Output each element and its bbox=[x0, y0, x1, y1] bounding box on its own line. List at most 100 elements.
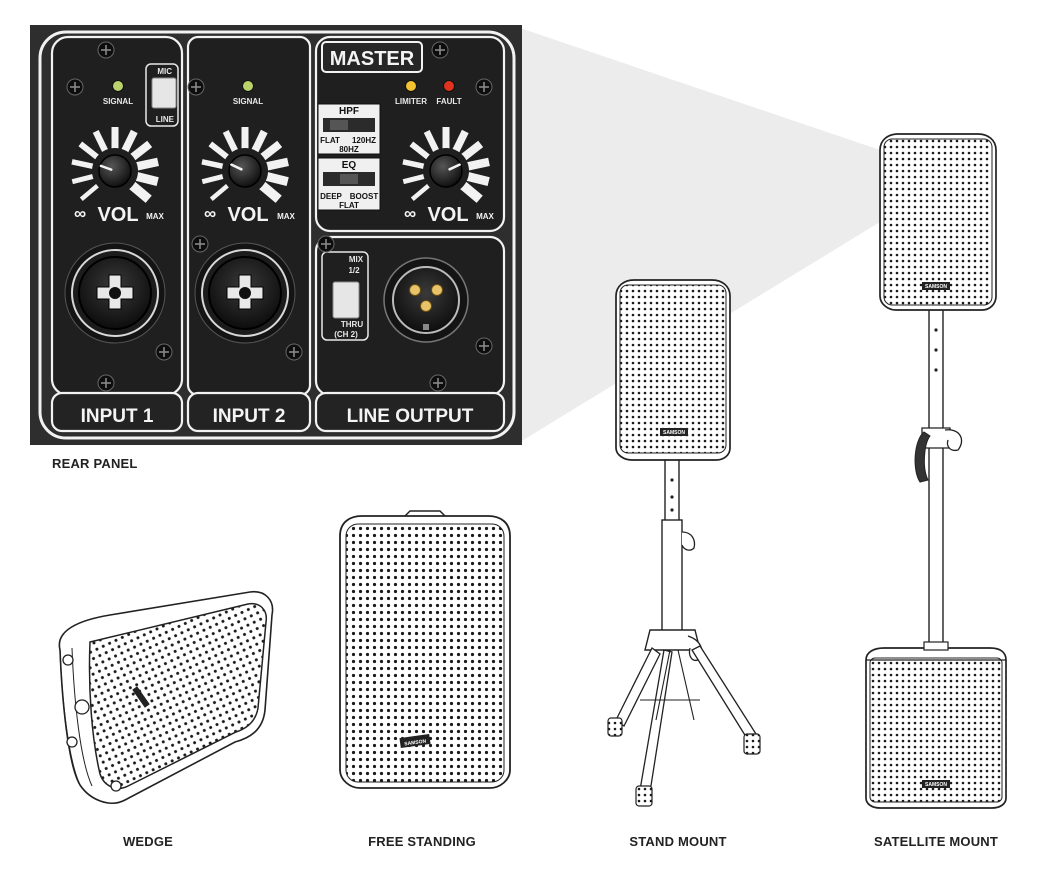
knob-tick bbox=[423, 130, 441, 156]
xlr-output-jack[interactable] bbox=[383, 257, 469, 343]
satellite-mount-speaker: SAMSON SAMSON bbox=[865, 133, 1007, 809]
fault-led bbox=[443, 80, 455, 92]
eq-bottom-label: FLAT bbox=[339, 201, 359, 210]
mix-label: MIX bbox=[349, 255, 364, 264]
xlr-pin bbox=[420, 300, 432, 312]
knob-tick bbox=[457, 179, 483, 203]
knob-tick bbox=[127, 140, 153, 163]
knob-tick bbox=[119, 129, 138, 156]
knob-tick bbox=[409, 141, 433, 162]
signal-led-1 bbox=[112, 80, 124, 92]
wedge-speaker bbox=[58, 590, 274, 804]
free-standing-speaker: SAMSON bbox=[339, 510, 511, 789]
stand-mount-badge: SAMSON bbox=[663, 430, 685, 436]
knob-tick bbox=[79, 181, 102, 202]
knob-tick bbox=[249, 129, 268, 156]
caption-stand-mount: STAND MOUNT bbox=[629, 834, 727, 849]
knob-tick bbox=[71, 159, 97, 170]
caption-wedge: WEDGE bbox=[122, 834, 174, 849]
subwoofer-badge: SAMSON bbox=[925, 782, 947, 788]
knob-tick bbox=[209, 181, 232, 202]
jack-center bbox=[109, 287, 121, 299]
knob-tick bbox=[201, 159, 227, 170]
knob-tick bbox=[262, 171, 289, 187]
knob-tick bbox=[257, 140, 283, 163]
input-2-section: INPUT 2 SIGNAL ∞ VOL MAX bbox=[186, 35, 312, 433]
combo-jack-1[interactable] bbox=[64, 242, 166, 344]
knob-tick bbox=[71, 173, 98, 185]
knob-tick bbox=[92, 130, 110, 156]
master-volume-knob[interactable] bbox=[402, 127, 490, 203]
mix-thru-switch[interactable] bbox=[332, 281, 360, 319]
knob-tick bbox=[262, 157, 289, 172]
vol-min-2: ∞ bbox=[204, 204, 216, 223]
volume-knob-2[interactable] bbox=[201, 127, 289, 203]
input-2-label: INPUT 2 bbox=[213, 406, 286, 427]
knob-tick bbox=[450, 129, 469, 156]
mic-line-switch[interactable] bbox=[151, 77, 177, 109]
input-1-label: INPUT 1 bbox=[81, 406, 154, 427]
knob-tick bbox=[463, 171, 490, 187]
vol-max-2: MAX bbox=[277, 212, 295, 221]
vol-max-1: MAX bbox=[146, 212, 164, 221]
signal-label-2: SIGNAL bbox=[233, 97, 263, 106]
knob-pointer bbox=[448, 163, 461, 171]
thru-label: THRU bbox=[341, 320, 363, 329]
xlr-latch bbox=[423, 324, 429, 330]
vol-max-master: MAX bbox=[476, 212, 494, 221]
combo-jack-2[interactable] bbox=[194, 242, 296, 344]
switch-mic-label: MIC bbox=[157, 67, 172, 76]
knob-cap bbox=[228, 154, 262, 188]
knob-tick bbox=[222, 130, 240, 156]
caption-satellite-mount: SATELLITE MOUNT bbox=[873, 834, 999, 849]
limiter-label: LIMITER bbox=[395, 97, 427, 106]
knob-pointer bbox=[230, 163, 243, 171]
input-1-section: INPUT 1 SIGNAL MIC LINE ∞ VOL MAX bbox=[50, 35, 184, 433]
master-section: MASTER LIMITER FAULT HPF FLAT 120HZ 80HZ… bbox=[314, 35, 506, 233]
knob-tick bbox=[402, 159, 428, 170]
signal-label-1: SIGNAL bbox=[103, 97, 133, 106]
switch-line-label: LINE bbox=[156, 115, 175, 124]
xlr-pin bbox=[409, 284, 421, 296]
rear-panel: INPUT 1 SIGNAL MIC LINE ∞ VOL MAX INPUT … bbox=[30, 25, 522, 445]
knob-tick bbox=[201, 173, 228, 185]
limiter-led bbox=[405, 80, 417, 92]
knob-tick bbox=[208, 141, 232, 162]
hpf-bottom-label: 80HZ bbox=[339, 145, 359, 154]
master-label: MASTER bbox=[330, 48, 415, 70]
eq-left-label: DEEP bbox=[320, 192, 342, 201]
free-standing-badge: SAMSON bbox=[404, 738, 427, 747]
mix-12-label: 1/2 bbox=[348, 266, 360, 275]
line-output-label: LINE OUTPUT bbox=[347, 406, 474, 427]
knob-tick bbox=[458, 140, 484, 163]
knob-cap bbox=[429, 154, 463, 188]
eq-title: EQ bbox=[342, 160, 357, 171]
knob-tick bbox=[402, 173, 429, 185]
vol-label-1: VOL bbox=[97, 204, 138, 226]
knob-cap bbox=[98, 154, 132, 188]
knob-tick bbox=[78, 141, 102, 162]
ch2-label: (CH 2) bbox=[334, 330, 358, 339]
eq-right-label: BOOST bbox=[350, 192, 379, 201]
knob-tick bbox=[256, 179, 282, 203]
knob-tick bbox=[132, 157, 159, 172]
knob-tick bbox=[410, 181, 433, 202]
vol-label-master: VOL bbox=[427, 204, 468, 226]
hpf-right-label: 120HZ bbox=[352, 136, 376, 145]
satellite-badge: SAMSON bbox=[925, 284, 947, 290]
fault-label: FAULT bbox=[436, 97, 461, 106]
vol-min-1: ∞ bbox=[74, 204, 86, 223]
xlr-pin bbox=[431, 284, 443, 296]
jack-center bbox=[239, 287, 251, 299]
vol-label-2: VOL bbox=[227, 204, 268, 226]
knob-tick bbox=[463, 157, 490, 172]
knob-pointer bbox=[99, 164, 113, 171]
volume-knob-1[interactable] bbox=[71, 127, 159, 203]
vol-min-master: ∞ bbox=[404, 204, 416, 223]
panel-screws bbox=[66, 41, 493, 392]
knob-tick bbox=[132, 171, 159, 187]
hpf-title: HPF bbox=[339, 106, 359, 117]
line-output-section: LINE OUTPUT MIX 1/2 THRU (CH 2) bbox=[314, 235, 506, 433]
